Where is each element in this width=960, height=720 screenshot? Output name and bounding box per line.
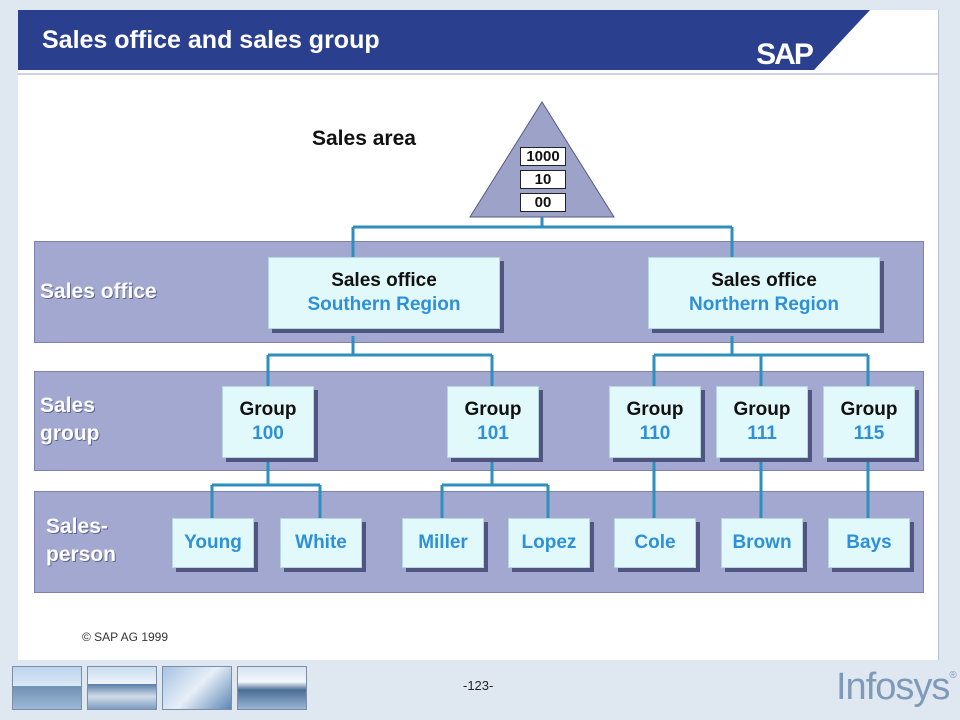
group-115: Group 115 <box>823 386 915 458</box>
sales-group-level-label: Sales group <box>40 394 100 445</box>
slide: Sales office and sales group SAP Sales o… <box>18 10 939 660</box>
office-region: Northern Region <box>689 294 839 315</box>
group-number: 115 <box>853 423 885 444</box>
group-100: Group 100 <box>222 386 314 458</box>
office-title: Sales office <box>711 270 817 291</box>
group-title: Group <box>733 399 791 420</box>
title-bar-background <box>18 10 870 70</box>
footer-photo-strip <box>12 666 307 710</box>
salesperson-level-label: Sales- person <box>46 515 117 566</box>
group-title: Group <box>626 399 684 420</box>
salesperson-young: Young <box>172 518 254 568</box>
title-bar <box>18 10 938 75</box>
distribution-channel-code: 10 <box>520 170 566 189</box>
sales-office-southern-region: Sales office Southern Region <box>268 257 500 329</box>
group-title: Group <box>464 399 522 420</box>
salesperson-white: White <box>280 518 362 568</box>
group-number: 111 <box>747 423 777 444</box>
salesperson-bays: Bays <box>828 518 910 568</box>
page-number: -123- <box>463 678 494 693</box>
group-111: Group 111 <box>716 386 808 458</box>
group-number: 101 <box>477 423 509 444</box>
salesperson-lopez: Lopez <box>508 518 590 568</box>
infosys-logo: Infosys® <box>836 666 957 709</box>
sap-logo: SAP <box>756 38 814 71</box>
group-101: Group 101 <box>447 386 539 458</box>
registered-mark: ® <box>949 670 956 681</box>
office-title: Sales office <box>331 270 437 291</box>
salesperson-miller: Miller <box>402 518 484 568</box>
infosys-logo-text: Infosys <box>836 666 950 708</box>
salesperson-cole: Cole <box>614 518 696 568</box>
division-code: 00 <box>520 193 566 212</box>
sales-area-label: Sales area <box>312 127 416 150</box>
copyright-notice: © SAP AG 1999 <box>82 630 169 644</box>
campus-photo-1 <box>12 666 82 710</box>
campus-photo-4 <box>237 666 307 710</box>
campus-photo-3 <box>162 666 232 710</box>
group-number: 110 <box>639 423 671 444</box>
sales-office-level-label: Sales office <box>40 280 157 303</box>
slide-title: Sales office and sales group <box>42 26 380 54</box>
office-region: Southern Region <box>307 294 461 315</box>
group-number: 100 <box>252 423 284 444</box>
salesperson-brown: Brown <box>721 518 803 568</box>
campus-photo-2 <box>87 666 157 710</box>
group-title: Group <box>239 399 297 420</box>
sales-office-northern-region: Sales office Northern Region <box>648 257 880 329</box>
group-title: Group <box>840 399 898 420</box>
sales-organization-code: 1000 <box>520 147 566 166</box>
group-110: Group 110 <box>609 386 701 458</box>
